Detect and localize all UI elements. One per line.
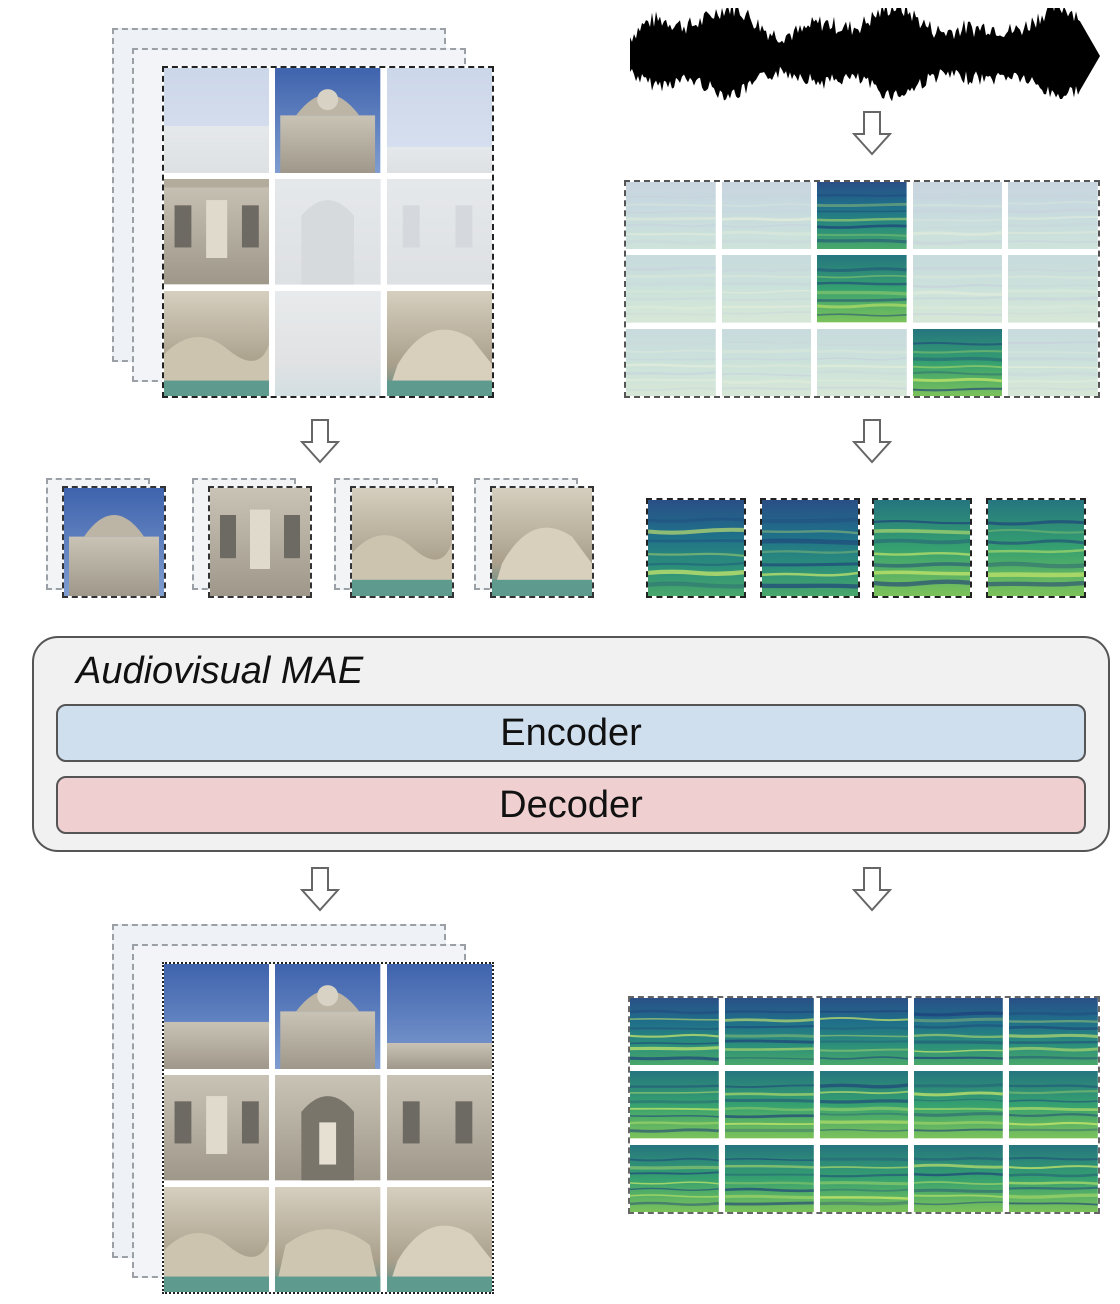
spectrogram-patch: [1009, 1071, 1098, 1139]
spectrogram-patch: [819, 1144, 909, 1212]
reconstructed-spectrogram-grid: [628, 996, 1100, 1214]
spectrogram-patch: [626, 255, 716, 323]
image-patch-visible: [164, 179, 270, 285]
reconstructed-image-grid: [162, 962, 494, 1294]
spectrogram-patch: [721, 328, 812, 396]
image-patch: [164, 1075, 270, 1181]
image-patch: [164, 964, 270, 1070]
spectrogram-patch: [1009, 1144, 1098, 1212]
visible-image-patch-cube: [334, 478, 454, 598]
spectrogram-patch-visible: [912, 328, 1003, 396]
spectrogram-patch: [724, 1144, 814, 1212]
spectrogram-patch-visible: [817, 182, 907, 250]
spectrogram-patch: [819, 1071, 909, 1139]
image-patch: [275, 1075, 381, 1181]
image-patch: [275, 1186, 381, 1292]
spectrogram-patch: [724, 998, 814, 1066]
input-video-stack: [112, 28, 496, 400]
spectrogram-patch: [1009, 998, 1098, 1066]
image-patch: [386, 68, 492, 174]
visible-spectrogram-patch: [646, 498, 746, 598]
spectrogram-patch-visible: [817, 255, 907, 323]
spectrogram-patch: [724, 1071, 814, 1139]
spectrogram-patch: [914, 1144, 1004, 1212]
down-arrow-icon: [852, 867, 892, 912]
spectrogram-patch: [912, 255, 1003, 323]
spectrogram-patch: [626, 182, 716, 250]
down-arrow-icon: [852, 419, 892, 464]
visible-spectrogram-patch: [872, 498, 972, 598]
visible-image-patch-cube: [192, 478, 312, 598]
down-arrow-icon: [300, 419, 340, 464]
spectrogram-patch: [721, 255, 812, 323]
image-patch: [386, 1186, 492, 1292]
image-patch-visible: [275, 68, 381, 174]
down-arrow-icon: [300, 867, 340, 912]
spectrogram-patch: [819, 998, 909, 1066]
masked-spectrogram-grid: [624, 180, 1100, 398]
spectrogram-patch: [912, 182, 1003, 250]
visible-image-patch-cube: [46, 478, 166, 598]
spectrogram-patch: [1008, 255, 1098, 323]
image-patch-visible: [386, 290, 492, 396]
spectrogram-patch: [914, 998, 1004, 1066]
spectrogram-patch: [721, 182, 812, 250]
image-patch: [275, 290, 381, 396]
spectrogram-patch: [817, 328, 907, 396]
visible-spectrogram-patch: [986, 498, 1086, 598]
reconstructed-video-stack: [112, 924, 496, 1296]
spectrogram-patch: [914, 1071, 1004, 1139]
spectrogram-patch: [1008, 328, 1098, 396]
audio-waveform: [630, 8, 1100, 102]
image-patch: [386, 1075, 492, 1181]
image-patch: [164, 1186, 270, 1292]
spectrogram-patch: [1008, 182, 1098, 250]
spectrogram-patch: [630, 1071, 719, 1139]
spectrogram-patch: [630, 1144, 719, 1212]
spectrogram-patch: [626, 328, 716, 396]
image-patch: [275, 179, 381, 285]
decoder-block: Decoder: [56, 776, 1086, 834]
visible-spectrogram-patch: [760, 498, 860, 598]
image-patch: [275, 964, 381, 1070]
image-patch: [164, 68, 270, 174]
masked-image-grid: [162, 66, 494, 398]
spectrogram-patch: [630, 998, 719, 1066]
down-arrow-icon: [852, 111, 892, 156]
image-patch-visible: [164, 290, 270, 396]
image-patch: [386, 179, 492, 285]
visible-image-patch-cube: [474, 478, 594, 598]
encoder-block: Encoder: [56, 704, 1086, 762]
model-title: Audiovisual MAE: [76, 650, 364, 692]
audiovisual-mae-block: Audiovisual MAE Encoder Decoder: [32, 636, 1110, 852]
image-patch: [386, 964, 492, 1070]
